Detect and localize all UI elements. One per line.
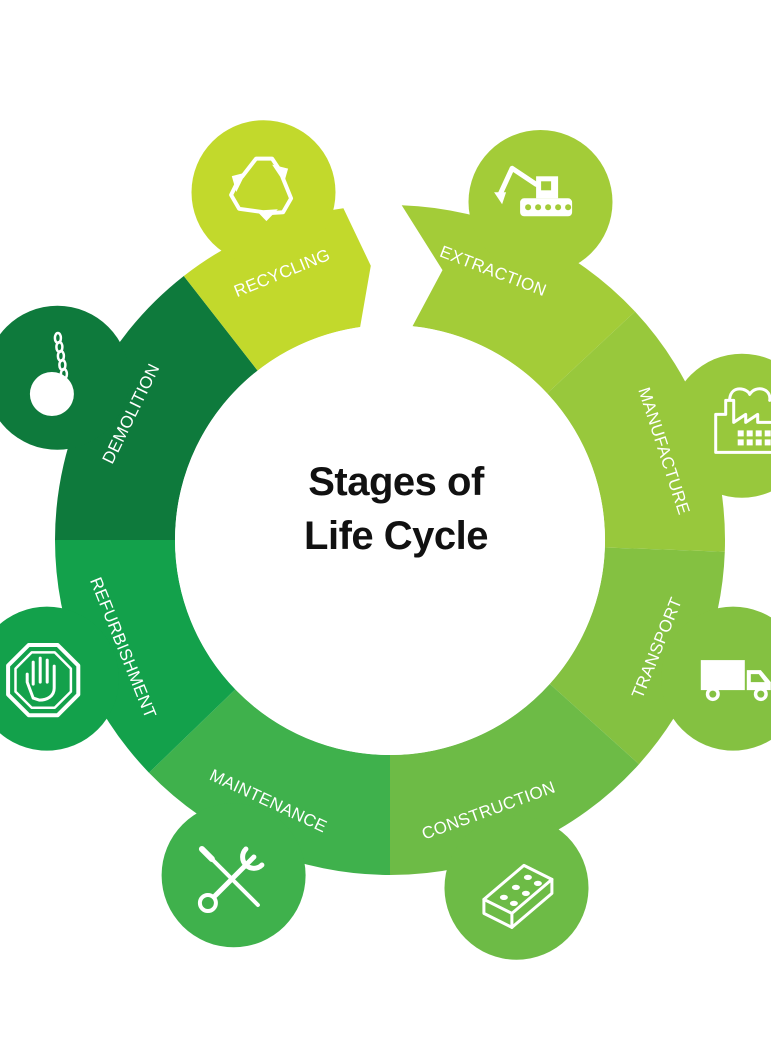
truck-icon — [700, 660, 771, 702]
title-line-1: Stages of — [308, 460, 484, 504]
stage-segment-recycling — [183, 120, 371, 371]
stop-hand-icon — [6, 642, 81, 718]
factory-icon — [714, 387, 771, 454]
tools-icon — [197, 846, 265, 913]
wrecking-ball-icon — [29, 331, 74, 416]
excavator-icon — [494, 165, 573, 217]
title-line-2: Life Cycle — [304, 514, 488, 558]
center-disc — [175, 325, 605, 755]
recycle-icon — [229, 156, 294, 222]
diagram-title: Stages of Life Cycle — [236, 455, 556, 563]
brick-icon — [482, 863, 554, 929]
